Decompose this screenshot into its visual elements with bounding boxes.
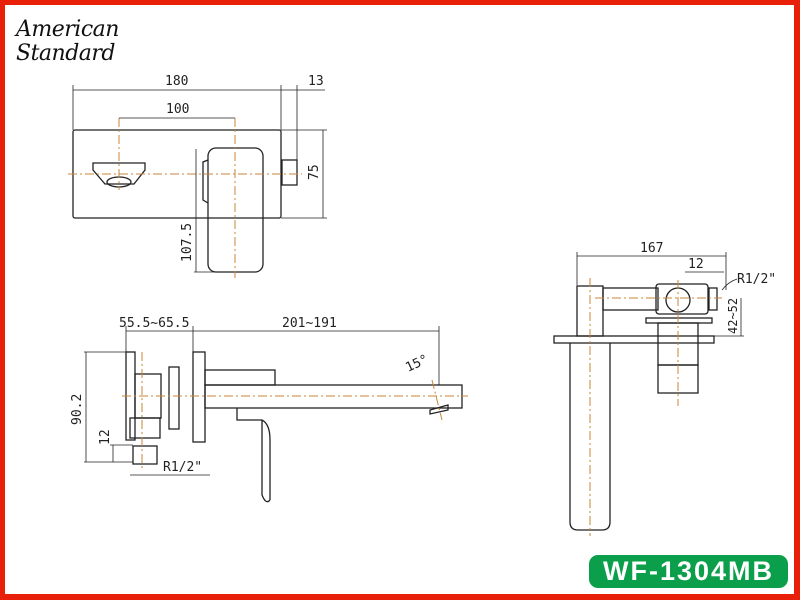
dim-180: 180: [165, 74, 188, 89]
inlet-thread: [708, 287, 718, 311]
dim-90-2: 90.2: [70, 394, 85, 425]
lever: [236, 408, 271, 503]
dim-12: 12: [98, 429, 113, 445]
dim-42-52: 42~52: [726, 298, 740, 334]
mount-plate: [645, 317, 713, 324]
dim-12: 12: [688, 257, 704, 272]
pipe: [602, 287, 659, 311]
leader: [721, 278, 738, 291]
top-view-knob: [281, 159, 298, 186]
dim-100: 100: [166, 102, 189, 117]
valve-body: [655, 283, 709, 315]
dim-15deg: 15°: [403, 352, 431, 376]
wall-plate: [553, 335, 715, 344]
dim-55-65: 55.5~65.5: [119, 316, 189, 331]
brand-line-2: Standard: [16, 41, 115, 66]
inlet-thread: [132, 445, 158, 465]
dim-r12: R1/2": [163, 460, 202, 475]
right-view: 167 12 R1/2" 42~52: [553, 241, 776, 536]
aerator-tip: [429, 404, 449, 415]
handle-edge: [202, 159, 209, 204]
centerline-angle: [431, 379, 443, 421]
dim-75: 75: [307, 164, 322, 180]
brand-logo: American Standard: [16, 18, 119, 66]
inlet-body: [129, 417, 161, 439]
brand-line-1: American: [16, 17, 119, 42]
model-badge: WF-1304MB: [589, 555, 788, 588]
flange-plate: [192, 351, 206, 443]
dim-13: 13: [308, 74, 324, 89]
dim-167: 167: [640, 241, 663, 256]
side-view: 55.5~65.5 201~191 15° 90.2 12 R1/2": [70, 316, 468, 503]
handle-base: [204, 369, 276, 386]
nut: [168, 366, 180, 430]
spout-outlet: [92, 162, 146, 185]
dim-r12: R1/2": [737, 272, 776, 287]
top-view: 180 13 100 75 107.5: [68, 74, 327, 278]
dim-107-5: 107.5: [180, 223, 195, 262]
body-upright: [576, 285, 604, 337]
dim-201-191: 201~191: [282, 316, 337, 331]
